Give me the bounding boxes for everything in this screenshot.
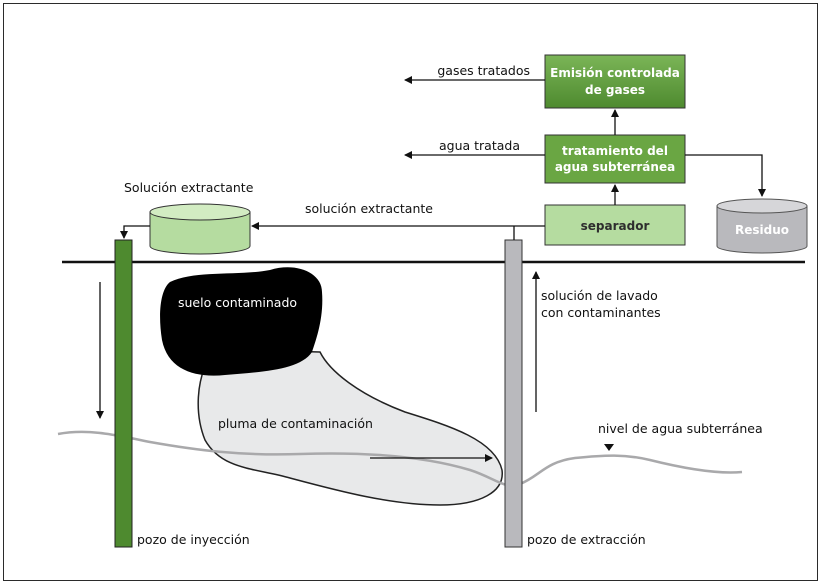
separator-box — [544, 204, 686, 246]
contaminated-soil-blob — [160, 267, 323, 376]
separator-label: separador — [581, 219, 650, 233]
treatment-box-line2: agua subterránea — [555, 160, 675, 174]
treatment-box — [544, 134, 686, 184]
contamination-plume — [197, 350, 503, 506]
injection-well — [114, 239, 133, 548]
residue-label: Residuo — [735, 223, 789, 237]
emission-box-line2: de gases — [585, 83, 645, 97]
treated-water-label: agua tratada — [439, 138, 520, 153]
wash-solution-line2: con contaminantes — [541, 305, 661, 320]
extraction-well-label: pozo de extracción — [527, 532, 646, 547]
treatment-box-line1: tratamiento del — [562, 144, 668, 158]
water-table-marker-icon — [604, 444, 614, 451]
water-table-line — [57, 430, 743, 487]
emission-box-line1: Emisión controlada — [550, 66, 680, 80]
extraction-well — [504, 239, 523, 548]
water-table-label: nivel de agua subterránea — [598, 421, 763, 436]
contaminated-soil-label: suelo contaminado — [178, 295, 297, 310]
injection-well-label: pozo de inyección — [137, 532, 250, 547]
extractant-tank — [149, 203, 251, 255]
extractant-solution-label: solución extractante — [305, 201, 433, 216]
plume-label: pluma de contaminación — [218, 416, 373, 431]
residue-container — [716, 198, 808, 254]
treatment-to-residue-arrow — [685, 154, 766, 197]
tank-to-injection-arrow — [120, 225, 150, 239]
treated-gases-label: gases tratados — [437, 63, 530, 78]
wash-solution-line1: solución de lavado — [541, 288, 658, 303]
emission-box — [544, 54, 686, 109]
tank-label: Solución extractante — [124, 180, 254, 195]
